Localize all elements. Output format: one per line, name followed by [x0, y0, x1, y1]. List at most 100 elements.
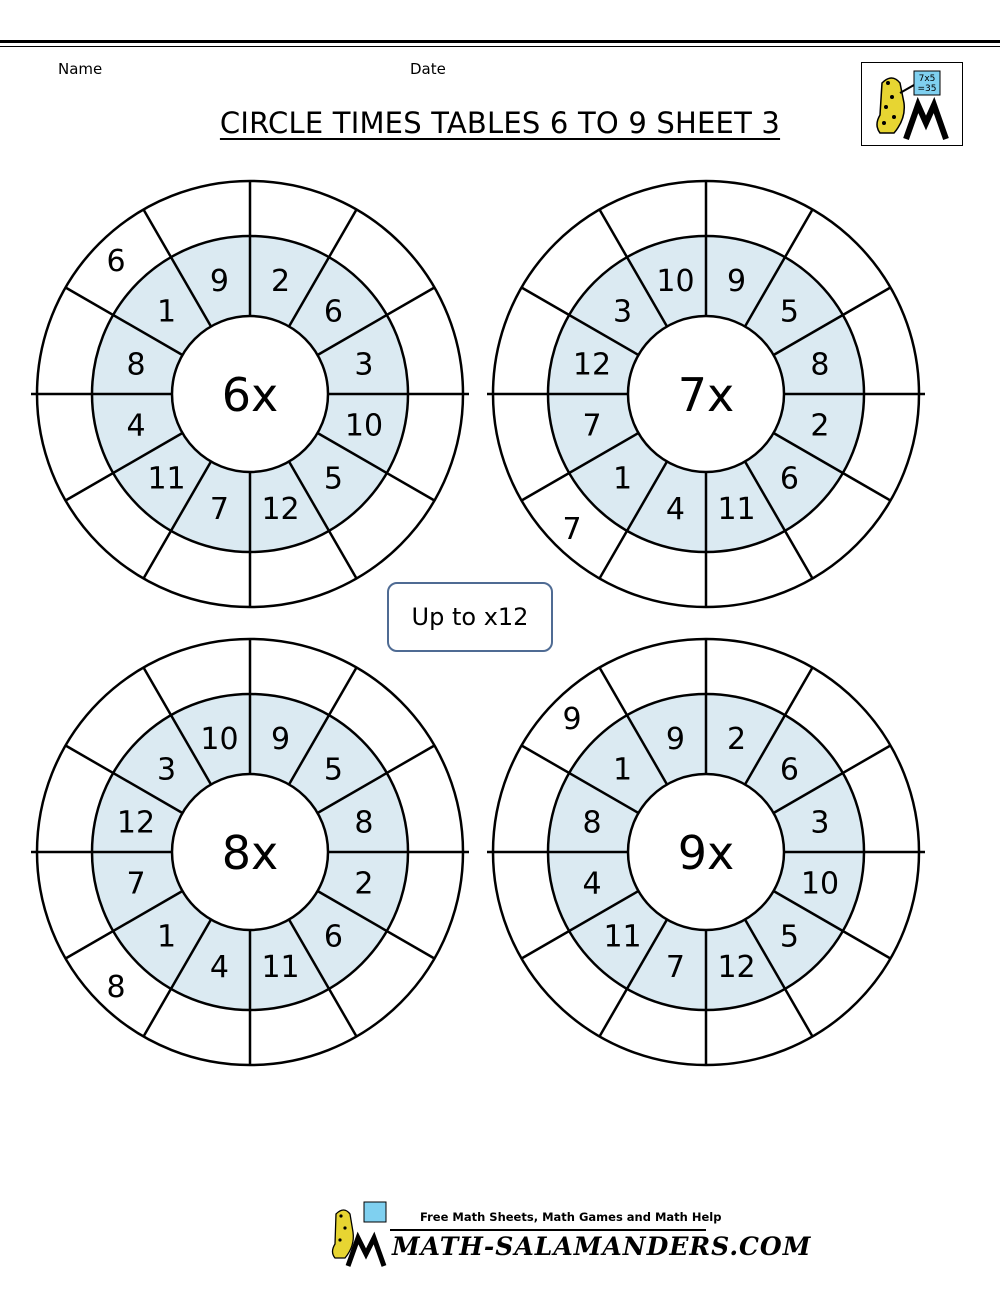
wheel-inner-number: 3 [810, 805, 829, 840]
wheel-divider [520, 431, 640, 502]
page-title: CIRCLE TIMES TABLES 6 TO 9 SHEET 3 [0, 106, 1000, 140]
wheel-divider [598, 208, 669, 328]
wheel-divider [287, 460, 358, 580]
salamander-logo-icon: 7x5 =35 [876, 70, 949, 140]
salamander-logo: 7x5 =35 [861, 62, 963, 146]
wheel-inner-number: 10 [345, 409, 383, 444]
footer-site-name: MATH-SALAMANDERS.COM [392, 1232, 812, 1261]
wheel-answer-cell[interactable]: 7 [562, 512, 581, 547]
wheel-inner-number: 6 [780, 461, 799, 496]
footer: Free Math Sheets, Math Games and Math He… [326, 1198, 810, 1270]
wheel-inner-number: 9 [727, 264, 746, 299]
wheel-inner-number: 5 [780, 295, 799, 330]
wheel-inner-number: 11 [147, 461, 185, 496]
wheel-inner-number: 6 [780, 753, 799, 788]
wheel-divider [287, 208, 358, 328]
logo-badge-line1: 7x5 [919, 74, 936, 84]
wheel-divider [772, 889, 892, 960]
wheel-divider [598, 460, 669, 580]
wheel-inner-number: 9 [210, 264, 229, 299]
logo-m-letter [903, 96, 949, 140]
wheel-inner-number: 1 [613, 461, 632, 496]
wheel-divider [64, 286, 184, 357]
wheel-center-label: 7x [678, 368, 735, 422]
wheel-inner-number: 8 [810, 347, 829, 382]
wheel-inner-number: 12 [717, 950, 755, 985]
wheel-inner-number: 2 [271, 264, 290, 299]
wheel-divider [287, 666, 358, 786]
hint-box: Up to x12 [387, 582, 553, 652]
wheel-inner-number: 7 [582, 409, 601, 444]
wheel-inner-number: 4 [126, 409, 145, 444]
wheel-divider [142, 208, 213, 328]
wheel-divider [64, 889, 184, 960]
wheel-inner-number: 8 [582, 805, 601, 840]
wheel-inner-number: 10 [200, 722, 238, 757]
wheel-divider [520, 744, 640, 815]
wheel-answer-cell[interactable]: 6 [106, 244, 125, 279]
wheel-divider [316, 744, 436, 815]
wheel-inner-number: 10 [656, 264, 694, 299]
wheel-divider [743, 208, 814, 328]
wheel-divider [142, 460, 213, 580]
wheel-center-label: 9x [678, 826, 735, 880]
logo-badge-line2: =35 [918, 84, 937, 94]
hint-text: Up to x12 [411, 603, 529, 631]
wheel-center-label: 6x [222, 368, 279, 422]
wheel-inner-number: 12 [117, 805, 155, 840]
wheel-divider [316, 889, 436, 960]
wheel-inner-number: 7 [126, 867, 145, 902]
wheel-inner-number: 10 [801, 867, 839, 902]
footer-salamander-icon [331, 1201, 387, 1267]
wheel-divider [598, 918, 669, 1038]
wheel-inner-number: 11 [717, 492, 755, 527]
wheel-inner-number: 8 [126, 347, 145, 382]
wheel-divider [743, 460, 814, 580]
wheel-divider [287, 918, 358, 1038]
wheel-divider [520, 286, 640, 357]
wheel-divider [142, 918, 213, 1038]
wheel-divider [64, 744, 184, 815]
wheel-inner-number: 2 [354, 867, 373, 902]
wheel-divider [772, 286, 892, 357]
wheel-divider [64, 431, 184, 502]
wheel-inner-number: 12 [573, 347, 611, 382]
wheel-divider [772, 744, 892, 815]
wheel-inner-number: 12 [261, 492, 299, 527]
wheel-inner-number: 1 [157, 919, 176, 954]
wheel-divider [520, 889, 640, 960]
page-title-text: CIRCLE TIMES TABLES 6 TO 9 SHEET 3 [219, 106, 781, 140]
wheel-inner-number: 1 [157, 295, 176, 330]
wheel-inner-number: 2 [810, 409, 829, 444]
wheel-answer-cell[interactable]: 9 [562, 702, 581, 737]
wheel-inner-number: 5 [324, 753, 343, 788]
wheel-inner-number: 3 [613, 295, 632, 330]
wheel-divider [772, 431, 892, 502]
wheel-inner-number: 4 [582, 867, 601, 902]
wheel-center-label: 8x [222, 826, 279, 880]
wheel-inner-number: 6 [324, 919, 343, 954]
wheel-inner-number: 1 [613, 753, 632, 788]
wheel-inner-number: 9 [666, 722, 685, 757]
wheel-inner-number: 5 [324, 461, 343, 496]
wheel-inner-number: 7 [666, 950, 685, 985]
wheel-inner-number: 4 [210, 950, 229, 985]
wheel-divider [743, 666, 814, 786]
footer-tagline: Free Math Sheets, Math Games and Math He… [420, 1210, 722, 1224]
top-rule-thin [0, 46, 1000, 47]
wheel-answer-cell[interactable]: 8 [106, 970, 125, 1005]
wheel-inner-number: 7 [210, 492, 229, 527]
wheel-inner-number: 6 [324, 295, 343, 330]
wheel-inner-number: 2 [727, 722, 746, 757]
wheel-divider [316, 431, 436, 502]
wheel-divider [142, 666, 213, 786]
wheel-inner-number: 11 [603, 919, 641, 954]
date-label: Date [410, 60, 446, 78]
wheel-inner-number: 11 [261, 950, 299, 985]
footer-rule [390, 1229, 706, 1231]
logo-badge [913, 70, 941, 96]
